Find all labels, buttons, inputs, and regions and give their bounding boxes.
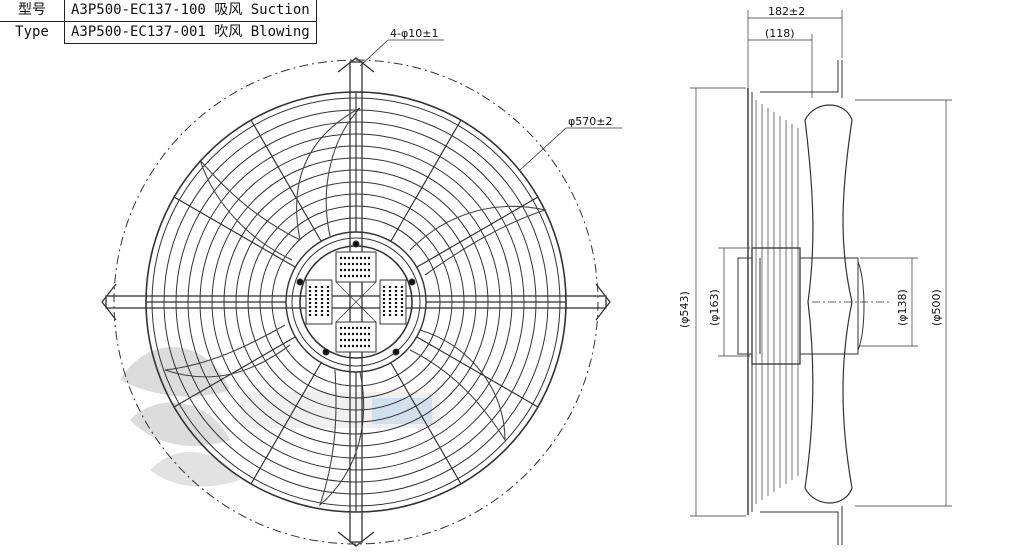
dia-163-label: (φ163)	[708, 289, 721, 326]
outer-dashed-circle	[113, 59, 599, 545]
model-blowing: A3P500-EC137-001 吹风 Blowing	[64, 21, 317, 44]
motor-hub	[296, 240, 416, 359]
front-leaders	[359, 39, 622, 171]
dia-543-label: (φ543)	[678, 291, 691, 328]
side-guard-wires	[755, 100, 799, 504]
overall-depth-label: 182±2	[768, 5, 805, 18]
dia-138-label: (φ138)	[896, 289, 909, 326]
side-view	[690, 10, 952, 545]
type-table: 型号 A3P500-EC137-100 吸风 Suction Type A3P5…	[0, 0, 317, 44]
type-label-en: Type	[0, 21, 65, 44]
outer-diameter-label: φ570±2	[568, 115, 612, 128]
mounting-bars	[101, 57, 611, 547]
side-blade	[804, 104, 853, 504]
type-label-cn: 型号	[0, 0, 65, 22]
hole-callout: 4-φ10±1	[390, 27, 438, 40]
side-dimensions	[690, 10, 952, 517]
watermark-logo	[120, 347, 440, 487]
dia-500-label: (φ500)	[930, 289, 943, 326]
fan-blades	[164, 107, 548, 507]
guard-spokes	[146, 92, 566, 512]
front-view	[101, 39, 622, 547]
type-row-blowing: Type A3P500-EC137-001 吹风 Blowing	[0, 21, 317, 44]
inner-depth-label: (118)	[765, 27, 795, 40]
